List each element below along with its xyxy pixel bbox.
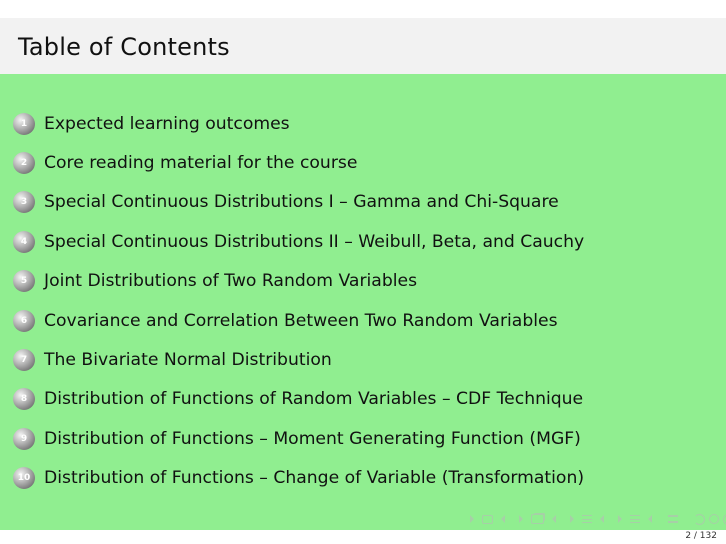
section-number-ball-icon: 5	[13, 270, 35, 293]
page-number: 2 / 132	[685, 531, 717, 541]
toc-item-label: Distribution of Functions – Change of Va…	[44, 468, 585, 489]
nav-first-icon[interactable]	[470, 515, 478, 523]
section-number-ball-icon: 3	[13, 191, 35, 214]
toc-item[interactable]: 3 Special Continuous Distributions I – G…	[13, 183, 584, 222]
toc-item-label: Covariance and Correlation Between Two R…	[44, 310, 558, 331]
section-number-ball-icon: 1	[13, 112, 35, 135]
nav-prev-section-icon[interactable]	[519, 515, 527, 523]
toc-item-label: Core reading material for the course	[44, 153, 358, 174]
nav-undo-icon[interactable]	[694, 513, 705, 525]
section-number-ball-icon: 7	[13, 349, 35, 372]
toc-item-label: Special Continuous Distributions II – We…	[44, 231, 585, 252]
toc-item[interactable]: 7 The Bivariate Normal Distribution	[13, 340, 584, 379]
nav-prev-subsection-2-icon[interactable]	[570, 515, 578, 523]
toc-item-label: Joint Distributions of Two Random Variab…	[44, 271, 418, 292]
beamer-navigation-bar	[470, 511, 726, 527]
table-of-contents: 1 Expected learning outcomes 2 Core read…	[13, 104, 584, 498]
section-number-ball-icon: 4	[13, 230, 35, 253]
section-number-ball-icon: 6	[13, 309, 35, 332]
toc-item[interactable]: 2 Core reading material for the course	[13, 143, 584, 182]
toc-item[interactable]: 1 Expected learning outcomes	[13, 104, 584, 143]
section-number-ball-icon: 9	[13, 427, 35, 450]
nav-section-lines-icon[interactable]	[630, 515, 640, 523]
toc-item[interactable]: 5 Joint Distributions of Two Random Vari…	[13, 262, 584, 301]
toc-item[interactable]: 9 Distribution of Functions – Moment Gen…	[13, 419, 584, 458]
toc-item[interactable]: 6 Covariance and Correlation Between Two…	[13, 301, 584, 340]
nav-next-section-icon[interactable]	[548, 515, 556, 523]
nav-prev-doc-icon[interactable]	[618, 515, 626, 523]
section-number-ball-icon: 10	[13, 467, 35, 490]
toc-item-label: Expected learning outcomes	[44, 113, 290, 134]
toc-item[interactable]: 8 Distribution of Functions of Random Va…	[13, 380, 584, 419]
toc-item[interactable]: 4 Special Continuous Distributions II – …	[13, 222, 584, 261]
toc-item-label: Special Continuous Distributions I – Gam…	[44, 192, 559, 213]
title-bar: Table of Contents	[0, 18, 726, 74]
nav-frame-stack-icon[interactable]	[531, 514, 544, 524]
nav-subsection-lines-icon[interactable]	[582, 515, 592, 523]
section-number-ball-icon: 2	[13, 152, 35, 175]
frame-title: Table of Contents	[18, 33, 230, 61]
nav-prev-subsection-icon[interactable]	[497, 515, 505, 523]
section-number-ball-icon: 8	[13, 388, 35, 411]
toc-item[interactable]: 10 Distribution of Functions – Change of…	[13, 459, 584, 498]
nav-redo-icon[interactable]	[723, 513, 726, 525]
toc-item-label: The Bivariate Normal Distribution	[44, 350, 332, 371]
nav-prev-frame-icon[interactable]	[482, 514, 493, 524]
toc-item-label: Distribution of Functions – Moment Gener…	[44, 428, 581, 449]
toc-item-label: Distribution of Functions of Random Vari…	[44, 389, 584, 410]
nav-search-icon[interactable]	[709, 514, 719, 524]
slide-content: 1 Expected learning outcomes 2 Core read…	[0, 74, 726, 530]
nav-align-icon[interactable]	[668, 515, 678, 523]
nav-next-subsection-icon[interactable]	[596, 515, 604, 523]
nav-next-doc-icon[interactable]	[644, 515, 652, 523]
